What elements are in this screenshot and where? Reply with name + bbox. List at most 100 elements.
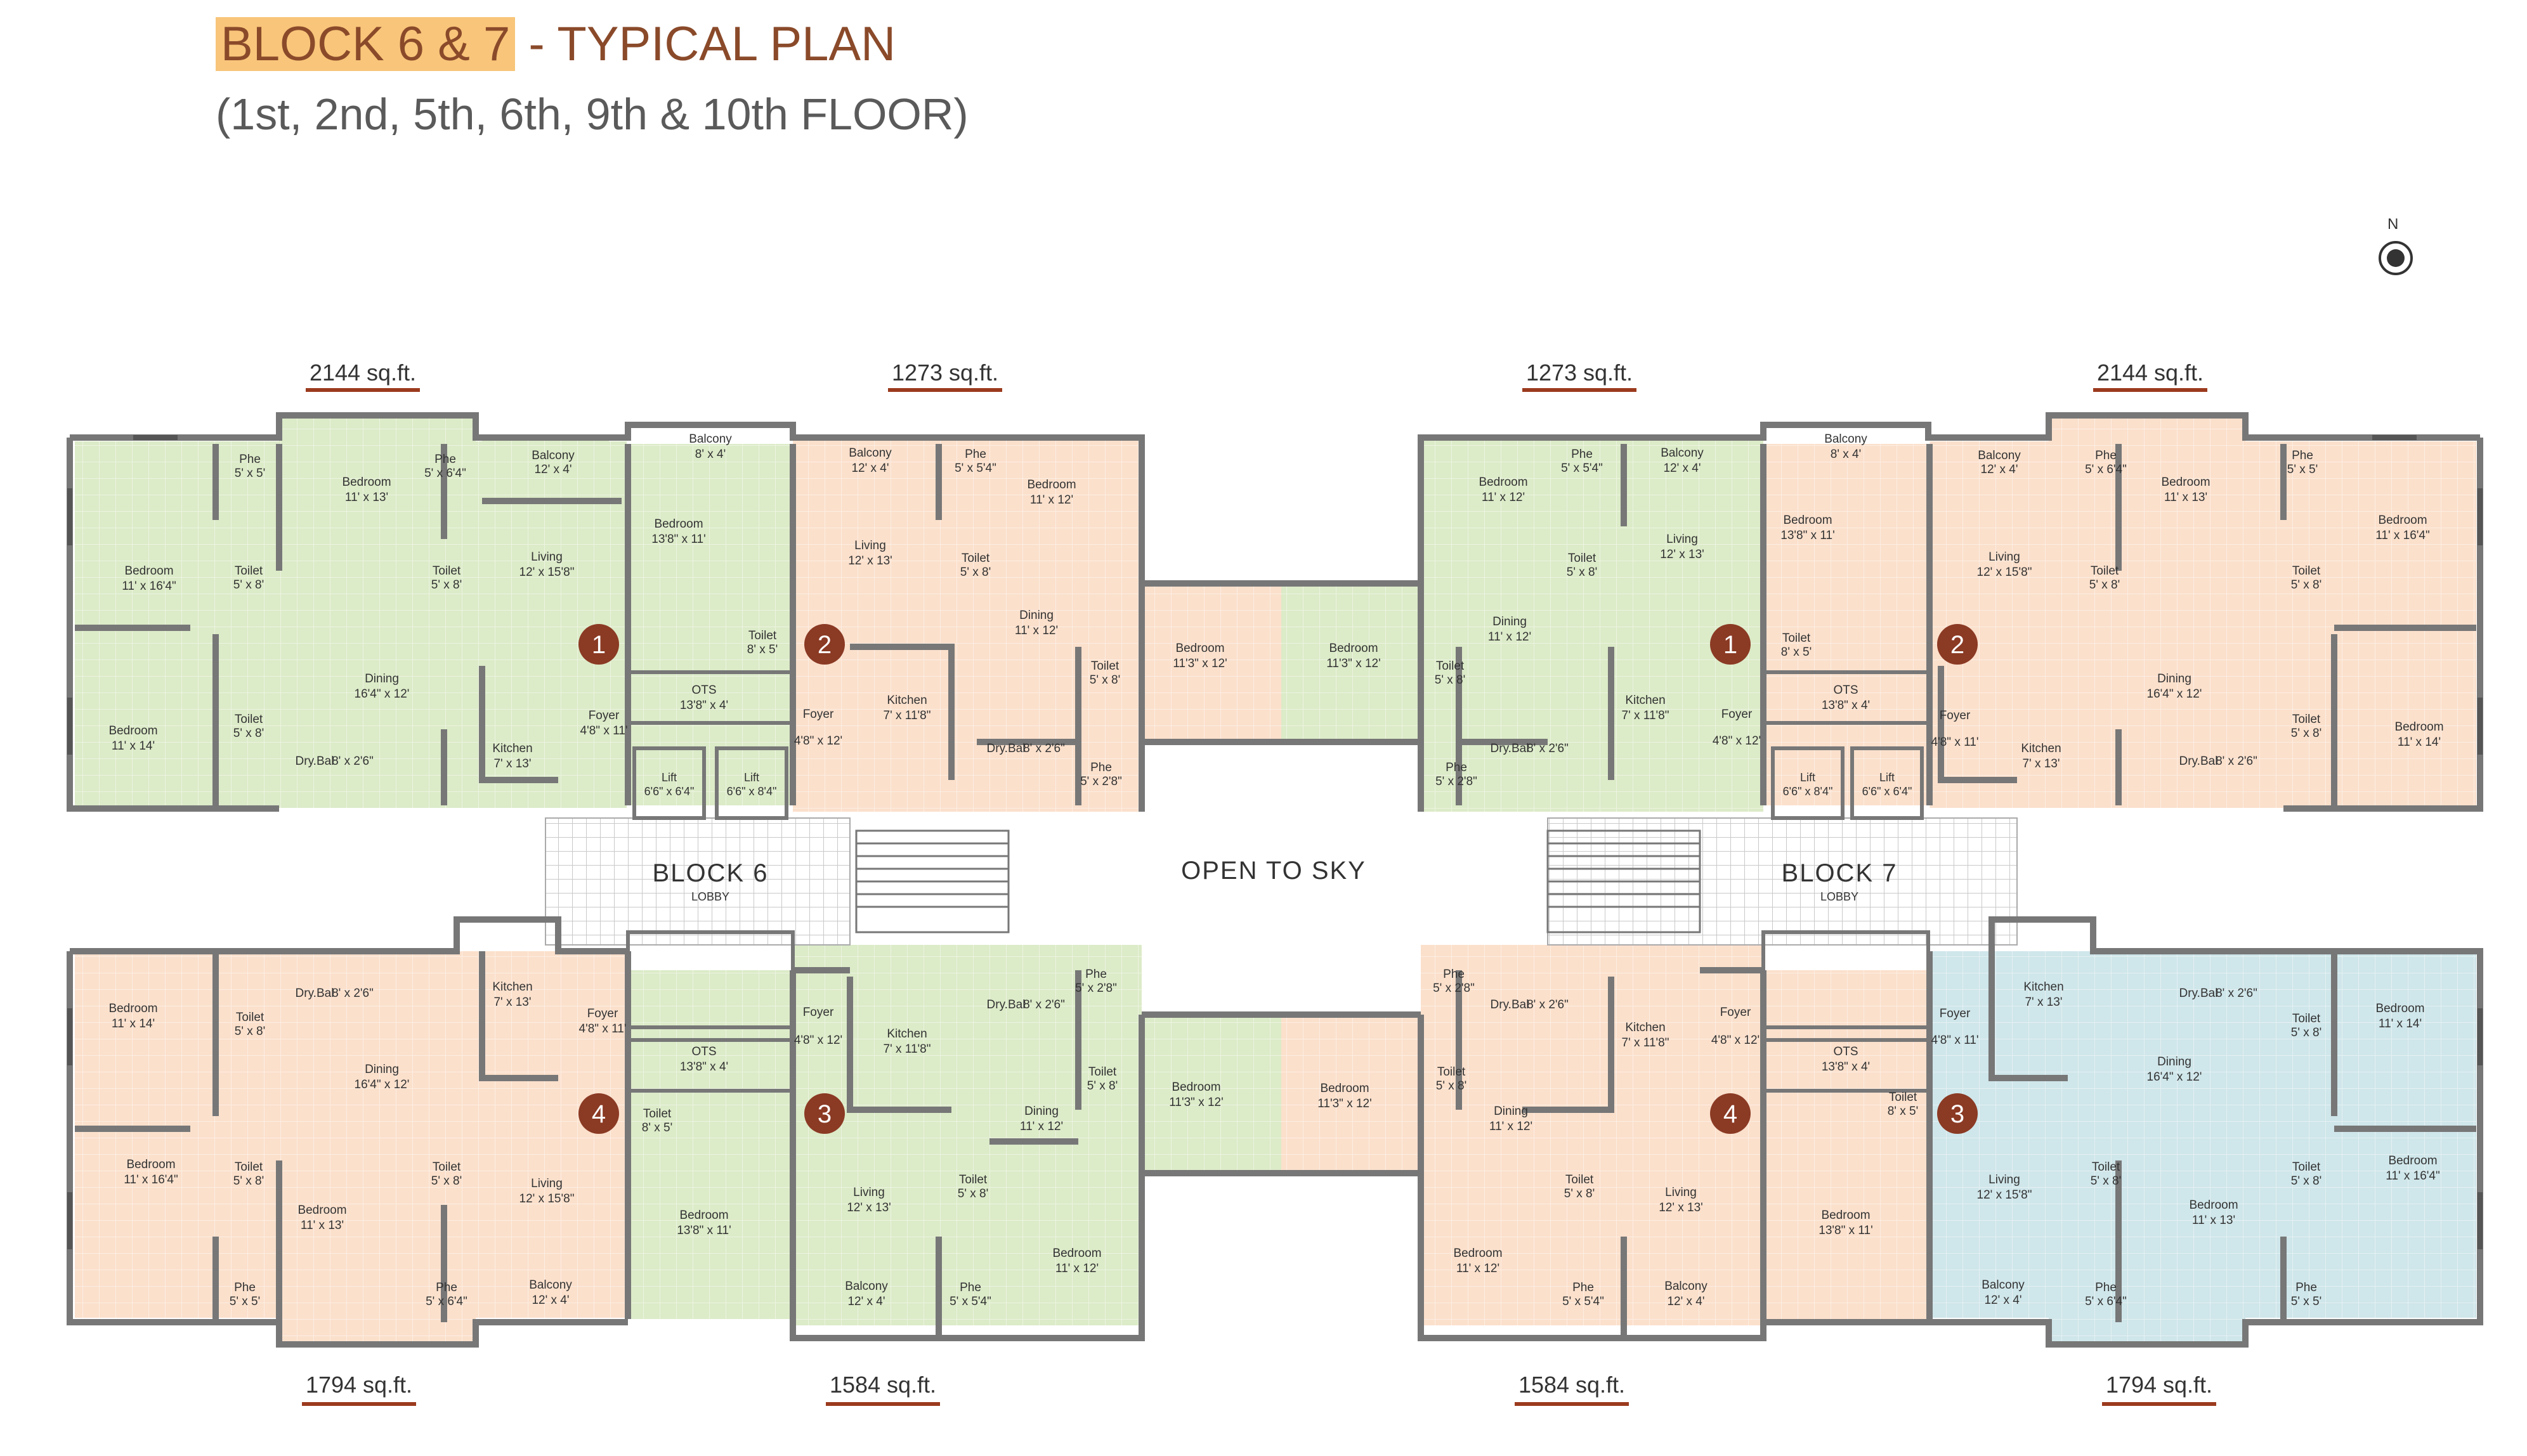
room-size: 13'8" x 11' [1819,1224,1872,1237]
ots-label-2: OTS [1833,684,1858,697]
room-name: Bedroom [1821,1209,1870,1222]
room-size: 7' x 11'8" [884,709,931,722]
room-size: 7' x 11'8" [884,1043,931,1056]
room-name: Foyer [803,708,834,721]
room-name: Dining [365,1063,399,1076]
room-name: Living [854,539,886,552]
room-name: Kitchen [2021,742,2061,755]
unit-badge-circle [1710,1093,1751,1134]
tile-texture-bottom [63,945,2486,1351]
room-name: Dry.Bal [296,755,334,768]
unit-badge-7: 4 [1723,1100,1737,1128]
compass-ring-icon [2379,241,2413,275]
block6-lobby-label: LOBBY [691,890,729,903]
room-size: 5' x 8' [958,1187,988,1200]
room-name: Foyer [803,1006,834,1019]
room-name: Balcony [532,449,575,462]
room-size: 5' x 6'4" [426,1295,467,1308]
room-name: Toilet [1437,1065,1466,1079]
unit-badge-4: 2 [1950,631,1964,659]
room-size: 4'8" x 12' [794,1034,842,1047]
room-name: Phe [2295,1281,2317,1294]
lift-size-1: 6'6" x 6'4" [644,785,695,798]
room-name: Balcony [1661,446,1704,460]
room-size: 8' x 2'6" [2216,987,2257,1000]
room-size: 11' x 16'4" [122,580,176,593]
area-bottom-2: 1584 sq.ft. [830,1372,936,1398]
room-name: Bedroom [297,1204,346,1217]
lift-label-3: Lift [1800,771,1815,784]
room-size: 11' x 14' [112,1017,155,1030]
ots-label-3: OTS [691,1045,716,1058]
room-name: Phe [434,453,456,466]
unit-badge-6: 3 [818,1100,832,1128]
room-size: 11' x 13' [2164,491,2207,504]
room-name: Toilet [2092,1160,2120,1174]
room-size: 12' x 13' [847,1201,891,1214]
lift-size-2: 6'6" x 8'4" [727,785,777,798]
room-size: 8' x 5' [1781,646,1812,659]
room-size: 8' x 5' [642,1121,672,1134]
ots-size-4: 13'8" x 4' [1822,1060,1870,1074]
room-size: 11' x 12' [1030,493,1073,507]
ots-size-3: 13'8" x 4' [680,1060,728,1074]
room-size: 5' x 8' [431,578,462,592]
room-size: 12' x 13' [1660,548,1704,561]
block7-core [1546,670,1930,1093]
room-size: 11' x 16'4" [124,1173,178,1186]
room-size: 16'4" x 12' [355,687,410,701]
room-size: 5' x 5' [235,467,265,480]
unit-badge-circle [1937,624,1978,665]
room-size: 12' x 4' [851,462,889,475]
room-name: Toilet [433,564,461,578]
room-name: Bedroom [1783,514,1832,527]
title-rest: - TYPICAL PLAN [515,17,896,71]
unit-badge-circle [578,1093,619,1134]
room-name: Balcony [1824,432,1867,446]
room-name: Bedroom [1172,1081,1220,1094]
area-top-2: 1273 sq.ft. [892,360,998,386]
room-name: Balcony [529,1278,572,1292]
room-size: 7' x 13' [493,757,531,770]
room-size: 16'4" x 12' [355,1078,410,1091]
room-name: Phe [1571,448,1593,461]
room-name: Living [531,550,563,564]
room-size: 5' x 5'4" [1562,1295,1604,1308]
room-name: Phe [2095,1281,2117,1294]
room-size: 11'3" x 12' [1173,657,1227,670]
room-name: Kitchen [887,1027,927,1041]
room-size: 8' x 2'6" [2216,755,2257,768]
room-size: 5' x 8' [1567,566,1597,579]
room-name: Dry.Bal [987,998,1026,1011]
page-title: BLOCK 6 & 7 - TYPICAL PLAN [216,13,969,76]
room-size: 12' x 13' [848,554,892,568]
room-size: 11' x 12' [1488,630,1531,644]
room-name: Dining [1024,1105,1059,1118]
unit-badges: 1 2 1 2 4 3 4 3 [578,624,1978,1134]
room-size: 5' x 8' [2291,578,2321,592]
room-name: Toilet [643,1107,672,1121]
room-size: 5' x 8' [1435,673,1465,687]
room-size: 5' x 8' [233,1174,264,1188]
room-name: Toilet [962,552,990,565]
room-name: Dry.Bal [2179,755,2218,768]
unit-badge-circle [578,624,619,665]
ots-size-2: 13'8" x 4' [1822,699,1870,712]
title-block: BLOCK 6 & 7 - TYPICAL PLAN (1st, 2nd, 5t… [216,13,969,146]
room-name: Bedroom [2394,720,2443,734]
room-size: 11' x 14' [2379,1017,2422,1030]
north-compass: N [2372,216,2417,285]
room-name: Balcony [849,446,892,460]
compass-letter: N [2387,216,2399,233]
room-name: Foyer [1721,708,1753,721]
room-size: 4'8" x 11' [579,1022,627,1036]
room-name: Dining [365,672,399,686]
room-size: 11' x 12' [1482,491,1525,504]
room-name: Foyer [1940,709,1971,722]
room-size: 5' x 5' [2287,463,2318,476]
room-size: 8' x 2'6" [332,987,374,1000]
room-size: 13'8" x 11' [677,1224,731,1237]
room-name: Foyer [1940,1007,1971,1020]
unit-badge-1: 1 [592,631,606,659]
unit-badge-circle [1710,624,1751,665]
